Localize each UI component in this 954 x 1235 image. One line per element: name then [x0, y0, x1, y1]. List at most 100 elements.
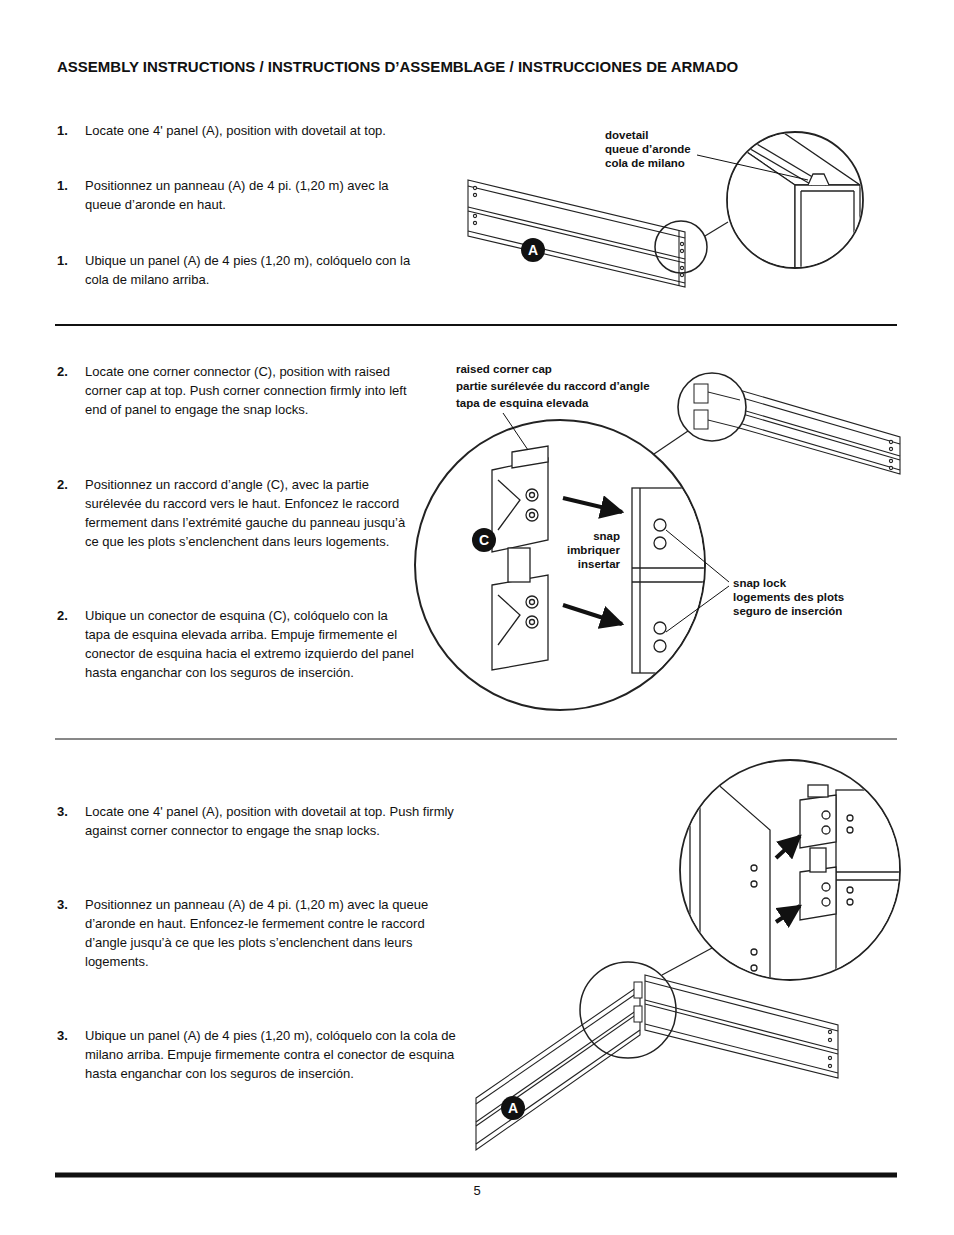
connector-detail [690, 760, 770, 1000]
callout-label: partie surélevée du raccord d’angle [455, 379, 651, 393]
detail-circle [415, 373, 746, 710]
detail-circle [654, 431, 688, 454]
callout-label: logements des plots [732, 590, 845, 604]
rule-lines [55, 324, 897, 326]
callout-label: dovetail [604, 128, 649, 142]
connector-detail [751, 949, 757, 955]
connector-detail [492, 446, 712, 673]
detail-circle [634, 982, 642, 998]
step-number: 1. [57, 251, 68, 270]
instruction-text: Positionnez un panneau (A) de 4 pi. (1,2… [85, 895, 460, 971]
arrow [776, 906, 800, 922]
connector-detail [836, 879, 906, 880]
panel-drawing [722, 385, 900, 474]
connector-detail [530, 620, 535, 625]
connector-detail [690, 760, 906, 1000]
connector-detail [498, 480, 520, 530]
connector-detail [751, 965, 757, 971]
instruction-text: Ubique un panel (A) de 4 pies (1,20 m), … [85, 1026, 460, 1083]
leader-line [666, 530, 729, 582]
callout-letter: C [479, 532, 489, 548]
callout-label: tapa de esquina elevada [455, 396, 589, 410]
arrow [776, 836, 800, 922]
instruction-text: Ubique un conector de esquina (C), colóq… [85, 606, 415, 682]
connector-detail [836, 871, 906, 872]
detail-circle [694, 384, 708, 403]
connector-detail [751, 881, 757, 887]
panel-drawing [645, 1004, 838, 1054]
instruction-text: Positionnez un raccord d’angle (C), avec… [85, 475, 415, 551]
panel-drawing [476, 975, 838, 1150]
panel-drawing [645, 1024, 838, 1073]
connector-detail [822, 883, 830, 891]
panel-drawing [722, 408, 900, 460]
panel-drawing [473, 214, 476, 217]
connector-detail [492, 575, 548, 670]
callout-circle: A [501, 1096, 525, 1120]
page-title: ASSEMBLY INSTRUCTIONS / INSTRUCTIONS D’A… [57, 58, 738, 75]
connector-detail [800, 867, 836, 920]
callout-label: raised corner cap [455, 362, 553, 376]
instruction-text: Ubique un panel (A) de 4 pies (1,20 m), … [85, 251, 435, 289]
callout-label: snap lock [732, 576, 787, 590]
leader-line [697, 155, 808, 180]
panel-drawing [722, 385, 900, 474]
connector-detail [530, 600, 535, 605]
panel-drawing [468, 180, 685, 287]
connector-detail [847, 815, 853, 821]
instruction-text: Locate one corner connector (C), positio… [85, 362, 415, 419]
connector-detail [508, 548, 530, 582]
connector-detail [836, 790, 906, 980]
connector-detail [654, 537, 666, 549]
dovetail-detail [700, 120, 795, 300]
callout-circle: A [521, 238, 545, 262]
detail-circle [708, 392, 740, 400]
connector-detail [822, 826, 830, 834]
connector-detail [699, 770, 700, 940]
panel-drawing [473, 193, 476, 196]
panel-drawing [468, 207, 685, 259]
connector-detail [639, 488, 640, 673]
connector-detail [632, 567, 712, 568]
connector-detail [847, 887, 853, 893]
panel-drawing [645, 975, 838, 1078]
callout-label: snap [592, 529, 621, 543]
connector-detail [822, 811, 830, 819]
panel-drawing [828, 1064, 831, 1067]
dovetail-detail [800, 191, 801, 300]
arrow [563, 498, 622, 512]
connector-detail [498, 595, 520, 645]
detail-circle [694, 410, 708, 429]
panel-drawing [468, 211, 685, 263]
dovetail-detail [700, 120, 860, 300]
leader-line [697, 155, 808, 180]
step-number: 3. [57, 802, 68, 821]
instruction-text: Locate one 4' panel (A), position with d… [85, 121, 425, 140]
connector-detail [526, 509, 538, 521]
panel-drawing [476, 1008, 640, 1122]
connector-detail [632, 581, 712, 582]
panel-drawing [678, 231, 679, 286]
panel-drawing [828, 1056, 831, 1059]
step-number: 3. [57, 895, 68, 914]
detail-circle [634, 1006, 642, 1022]
panel-drawing [468, 180, 685, 287]
detail-circle [655, 221, 707, 273]
detail-circle [705, 222, 728, 236]
connector-detail [751, 865, 757, 871]
connector-detail [526, 596, 538, 608]
step-number: 2. [57, 362, 68, 381]
arrow [563, 498, 622, 624]
step-number: 3. [57, 1026, 68, 1045]
leader-line [503, 413, 729, 632]
callout-label: seguro de inserción [732, 604, 843, 618]
callout-label: cola de milano [604, 156, 686, 170]
leader-line [503, 413, 528, 450]
panel-drawing [828, 1030, 831, 1033]
page-number: 5 [473, 1183, 480, 1198]
step-number: 2. [57, 606, 68, 625]
callout-letter: A [508, 1100, 518, 1116]
rule-lines [55, 739, 897, 740]
panel-drawing [476, 985, 640, 1150]
callout-letter: A [528, 242, 538, 258]
